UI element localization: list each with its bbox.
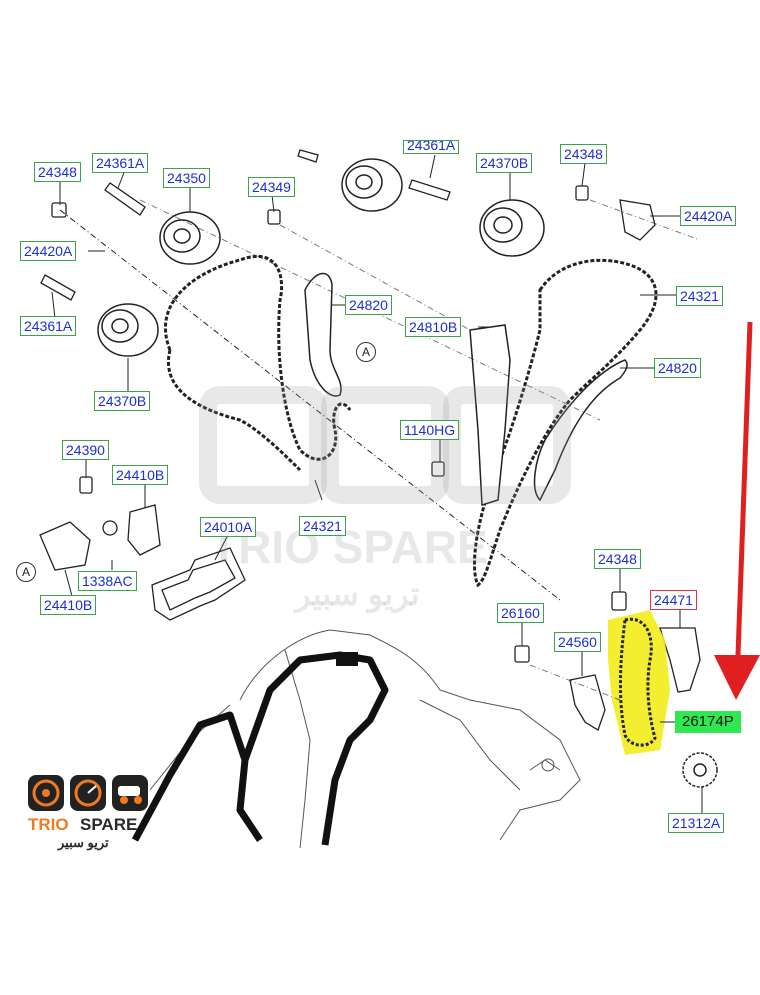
cam-sprocket-left-lower <box>97 303 159 357</box>
oil-pump-chain <box>618 617 657 747</box>
part-label-24350[interactable]: 24350 <box>163 168 210 188</box>
engine-block-outline <box>149 629 581 849</box>
chain-guide-left <box>304 272 342 397</box>
part-label-24410b[interactable]: 24410B <box>112 465 169 485</box>
part-label-24010a[interactable]: 24010A <box>200 517 257 537</box>
part-label-24321[interactable]: 24321 <box>299 516 346 536</box>
part-label-24370b[interactable]: 24370B <box>476 153 533 173</box>
leader-lines <box>51 154 703 815</box>
reference-marker-a: A <box>356 342 376 362</box>
timing-chain-left <box>163 254 352 472</box>
part-label-24410b[interactable]: 24410B <box>40 595 97 615</box>
cam-sprocket-left-upper <box>159 211 221 265</box>
part-label-24361a[interactable]: 24361A <box>92 153 149 173</box>
tensioner-assembly-left <box>39 504 161 571</box>
cam-sprocket-right-lower <box>479 199 545 257</box>
cam-sprocket-right-upper <box>341 158 403 212</box>
red-arrow-pointer <box>714 321 760 700</box>
part-label-24820[interactable]: 24820 <box>654 358 701 378</box>
tensioner-arm <box>469 324 511 507</box>
timing-chain-right <box>473 258 658 588</box>
part-label-24820[interactable]: 24820 <box>345 295 392 315</box>
part-label-24361a[interactable]: 24361A <box>403 140 460 154</box>
gasket <box>151 547 246 621</box>
part-label-26174p[interactable]: 26174P <box>675 711 741 733</box>
logo-brand-trio: TRIO <box>28 815 69 834</box>
watermark-graphic <box>199 386 571 504</box>
part-label-24348[interactable]: 24348 <box>560 144 607 164</box>
part-label-24370b[interactable]: 24370B <box>94 391 151 411</box>
part-label-24348[interactable]: 24348 <box>594 549 641 569</box>
logo-icons <box>28 775 148 811</box>
oil-pump-chain-highlight <box>608 610 670 755</box>
part-label-24420a[interactable]: 24420A <box>20 241 77 261</box>
oil-pump-sprocket <box>682 752 718 788</box>
part-label-21312a[interactable]: 21312A <box>668 813 725 833</box>
chain-guide-right <box>533 359 628 502</box>
watermark-brand-arabic: تريو سبير <box>295 576 420 612</box>
part-label-24810b[interactable]: 24810B <box>405 317 462 337</box>
part-label-26160[interactable]: 26160 <box>497 603 544 623</box>
part-label-1338ac[interactable]: 1338AC <box>78 571 137 591</box>
watermark-brand: TRIO SPARE <box>210 521 488 573</box>
lower-engine-chain <box>131 651 389 846</box>
part-label-24349[interactable]: 24349 <box>248 177 295 197</box>
part-label-24471[interactable]: 24471 <box>650 590 697 610</box>
chain-bracket-right <box>569 199 701 731</box>
part-label-24420a[interactable]: 24420A <box>680 206 737 226</box>
part-label-24361a[interactable]: 24361A <box>20 316 77 336</box>
part-label-24390[interactable]: 24390 <box>62 440 109 460</box>
chain-guide-block <box>336 652 358 666</box>
part-label-24321[interactable]: 24321 <box>676 286 723 306</box>
part-label-24348[interactable]: 24348 <box>34 162 81 182</box>
logo-brand-arabic: تريو سبير <box>58 835 109 850</box>
part-label-1140hg[interactable]: 1140HG <box>400 420 460 440</box>
part-label-24560[interactable]: 24560 <box>554 632 601 652</box>
reference-marker-a: A <box>16 562 36 582</box>
logo-brand-spare: SPARE <box>80 815 138 834</box>
